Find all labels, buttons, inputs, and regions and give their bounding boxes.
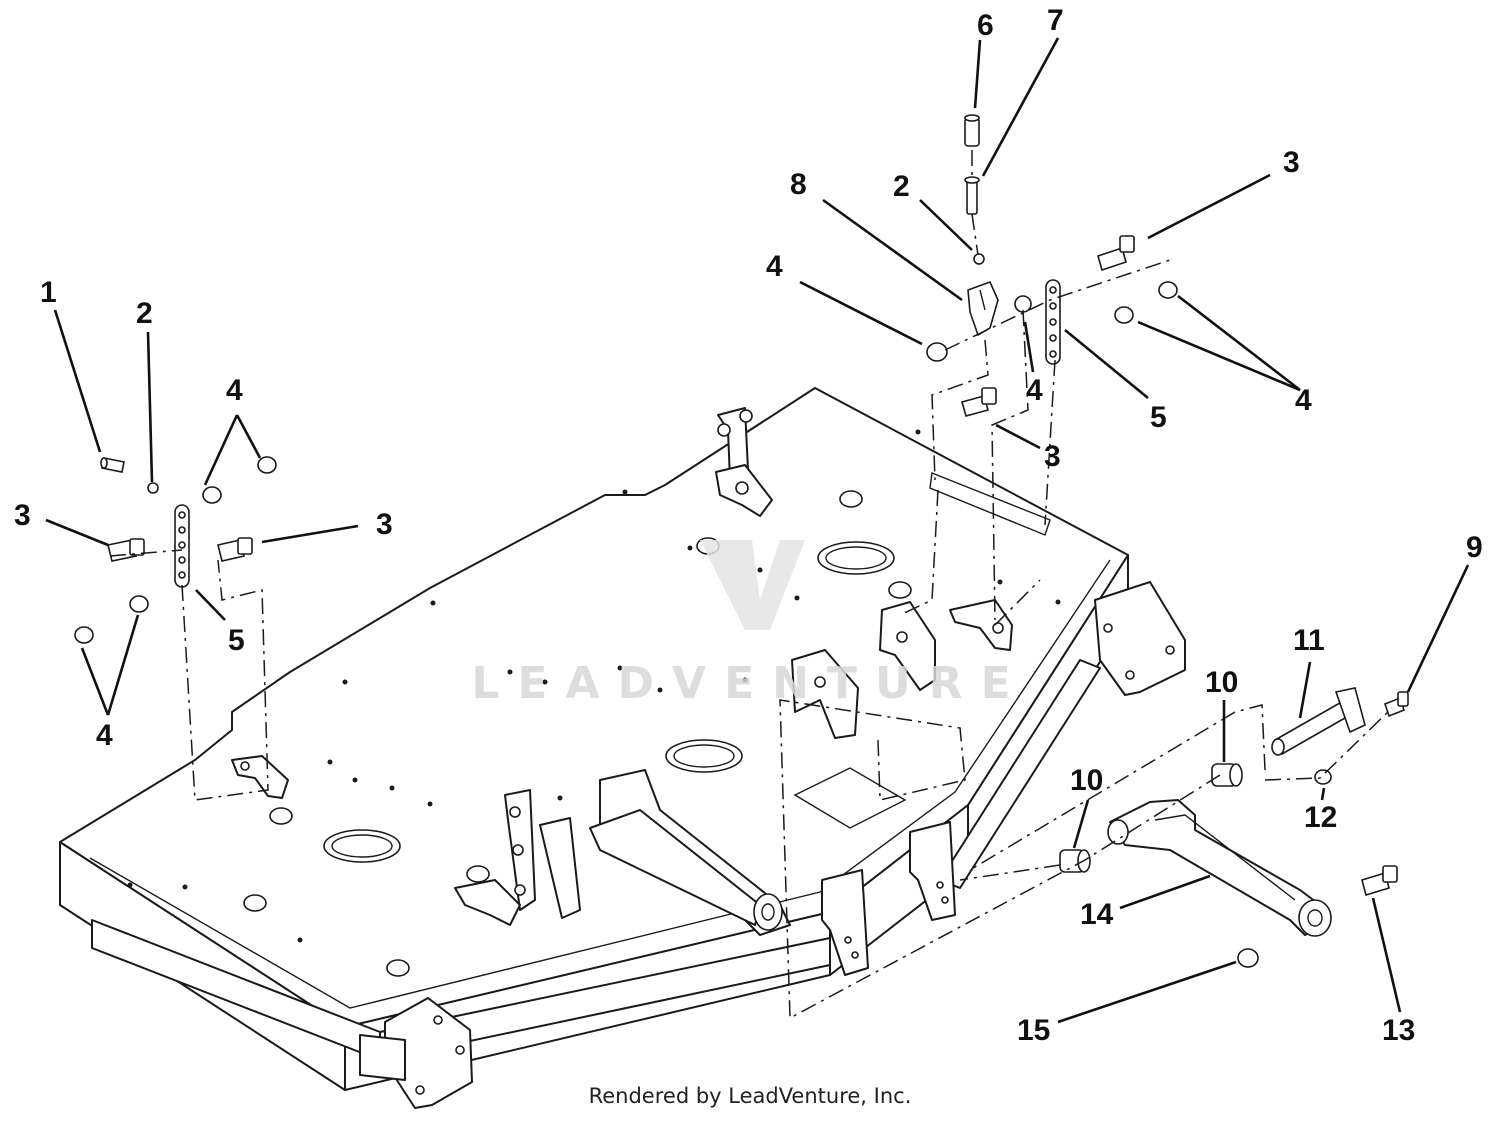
rear-deck-bracket-left — [231, 755, 289, 799]
part-3-bolt-left-a — [107, 538, 145, 562]
callout-4: 4 — [96, 719, 113, 752]
callout-9: 9 — [1466, 531, 1483, 564]
part-4-nut-left-b — [257, 456, 277, 474]
callout-3: 3 — [1044, 440, 1061, 473]
callout-14: 14 — [1080, 898, 1114, 931]
callout-6: 6 — [977, 9, 994, 42]
baffle-slot — [929, 472, 1051, 536]
part-2-nut-upper — [973, 253, 985, 265]
upper-exploded-hardware — [899, 114, 1178, 626]
callout-3: 3 — [376, 508, 393, 541]
spindle-opening-left — [323, 829, 401, 863]
part-2-nut-left — [147, 482, 159, 494]
callout-4: 4 — [766, 250, 783, 283]
part-10-bushing-upper — [1211, 763, 1243, 787]
left-exploded-hardware — [74, 456, 277, 801]
part-3-bolt-left-b — [217, 537, 253, 562]
right-exploded-lift-arm — [779, 687, 1409, 1020]
callout-7: 7 — [1047, 4, 1064, 37]
render-credit: Rendered by LeadVenture, Inc. — [588, 1084, 912, 1108]
callout-2: 2 — [893, 170, 910, 203]
callout-8: 8 — [790, 168, 807, 201]
part-15-nut — [1237, 948, 1259, 968]
part-4-nut-upper-a — [926, 342, 948, 362]
part-3-bolt-upper-b — [961, 387, 997, 417]
watermark-text: LEADVENTURE — [471, 658, 1028, 709]
part-10-bushing-lower — [1059, 849, 1091, 873]
deck-bracket-side — [949, 599, 1013, 651]
front-hanger-bracket-left — [359, 997, 473, 1109]
center-lift-chain-assembly — [715, 407, 773, 517]
part-4-nut-upper-c — [1114, 306, 1134, 324]
part-4-nut-left-d — [74, 626, 94, 644]
part-4-nut-left-c — [129, 595, 149, 613]
callout-5: 5 — [228, 624, 245, 657]
deck-bracket-rear-left — [791, 649, 859, 739]
callout-15: 15 — [1017, 1014, 1050, 1047]
deck-studs — [243, 490, 912, 977]
spindle-opening-right — [817, 541, 895, 575]
spindle-opening-center — [665, 739, 743, 773]
part-4-nut-upper-d — [1158, 281, 1178, 299]
callouts: 1 2 3 3 4 4 5 6 7 8 2 3 4 4 4 5 3 9 11 1… — [14, 4, 1483, 1047]
part-9-bolt — [1384, 691, 1409, 718]
front-hanger-bracket-far-right — [1094, 581, 1186, 696]
leader-lines — [45, 37, 1470, 1024]
part-5-chain-left — [174, 504, 190, 588]
front-hanger-bracket-right — [909, 821, 956, 921]
part-4-nut-left-a — [202, 486, 222, 504]
deck-holes — [127, 429, 1061, 943]
part-3-bolt-upper-a — [1097, 235, 1135, 272]
part-6-spacer — [964, 114, 980, 147]
callout-4: 4 — [1026, 374, 1043, 407]
part-5-chain-upper — [1045, 279, 1061, 365]
callout-11: 11 — [1293, 624, 1325, 657]
callout-10: 10 — [1205, 666, 1238, 699]
part-12-nut — [1314, 769, 1332, 785]
callout-3: 3 — [14, 499, 31, 532]
callout-10: 10 — [1070, 764, 1103, 797]
callout-2: 2 — [136, 297, 153, 330]
callout-4: 4 — [1295, 384, 1312, 417]
part-8-bracket — [967, 280, 999, 337]
callout-4: 4 — [226, 374, 243, 407]
callout-5: 5 — [1150, 401, 1167, 434]
mower-deck — [59, 387, 1129, 1091]
part-1-pin — [100, 457, 125, 473]
part-13-bolt — [1361, 865, 1398, 897]
front-lift-chain-left — [454, 789, 581, 926]
callout-1: 1 — [40, 276, 57, 309]
decal-plate — [793, 767, 907, 829]
part-7-pin — [964, 176, 980, 215]
watermark: LEADVENTURE — [471, 540, 1028, 709]
part-4-nut-upper-b — [1014, 295, 1032, 313]
front-lift-arm-installed — [589, 769, 791, 936]
front-hanger-bracket-center — [821, 869, 869, 976]
callout-13: 13 — [1382, 1014, 1415, 1047]
part-14-lift-arm — [1107, 799, 1332, 937]
callout-3: 3 — [1283, 146, 1300, 179]
callout-12: 12 — [1304, 801, 1337, 834]
part-11-pivot-pin — [1271, 687, 1366, 756]
